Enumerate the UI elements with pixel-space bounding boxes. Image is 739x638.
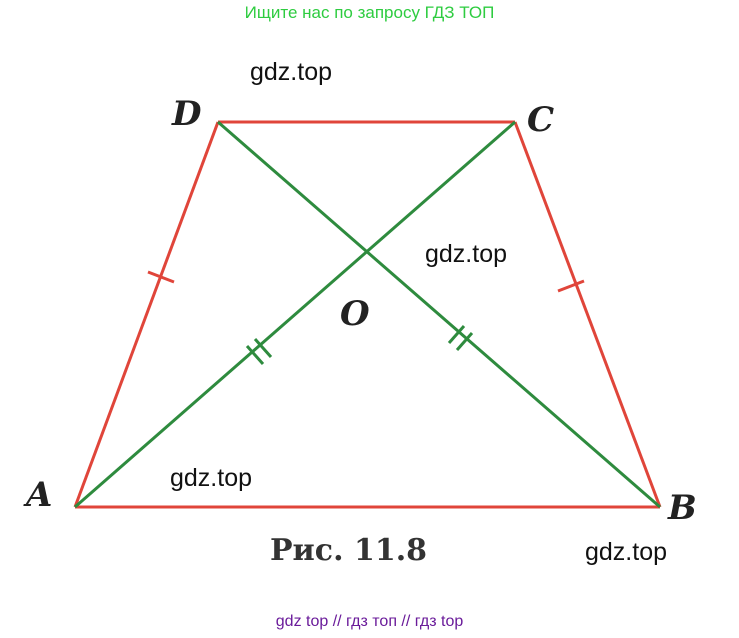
vertex-label-d: D bbox=[172, 94, 202, 134]
side-bc bbox=[513, 121, 662, 508]
tick-bc bbox=[557, 279, 585, 293]
vertex-label-a: A bbox=[26, 475, 53, 515]
vertex-label-b: B bbox=[668, 488, 697, 528]
tick-ao-2 bbox=[253, 338, 273, 358]
tick-ad bbox=[147, 270, 175, 284]
side-ad bbox=[73, 121, 220, 508]
watermark-lower-right: gdz.top bbox=[585, 538, 668, 566]
tick-ao-1 bbox=[245, 345, 265, 365]
watermark-top: gdz.top bbox=[250, 58, 333, 86]
tick-ob-2 bbox=[455, 332, 474, 351]
diagonal-ac bbox=[74, 120, 516, 509]
search-banner[interactable]: Ищите нас по запросу ГДЗ ТОП bbox=[244, 3, 495, 22]
diagonal-bd bbox=[217, 120, 661, 509]
figure-caption: Рис. 11.8 bbox=[270, 533, 428, 568]
footer-links[interactable]: gdz top // гдз топ // гдз top bbox=[275, 613, 464, 630]
vertex-label-c: C bbox=[527, 100, 555, 140]
vertex-label-o: O bbox=[340, 294, 370, 334]
watermark-lower-left: gdz.top bbox=[170, 464, 253, 492]
watermark-middle: gdz.top bbox=[425, 240, 508, 268]
tick-ob-1 bbox=[447, 325, 466, 344]
